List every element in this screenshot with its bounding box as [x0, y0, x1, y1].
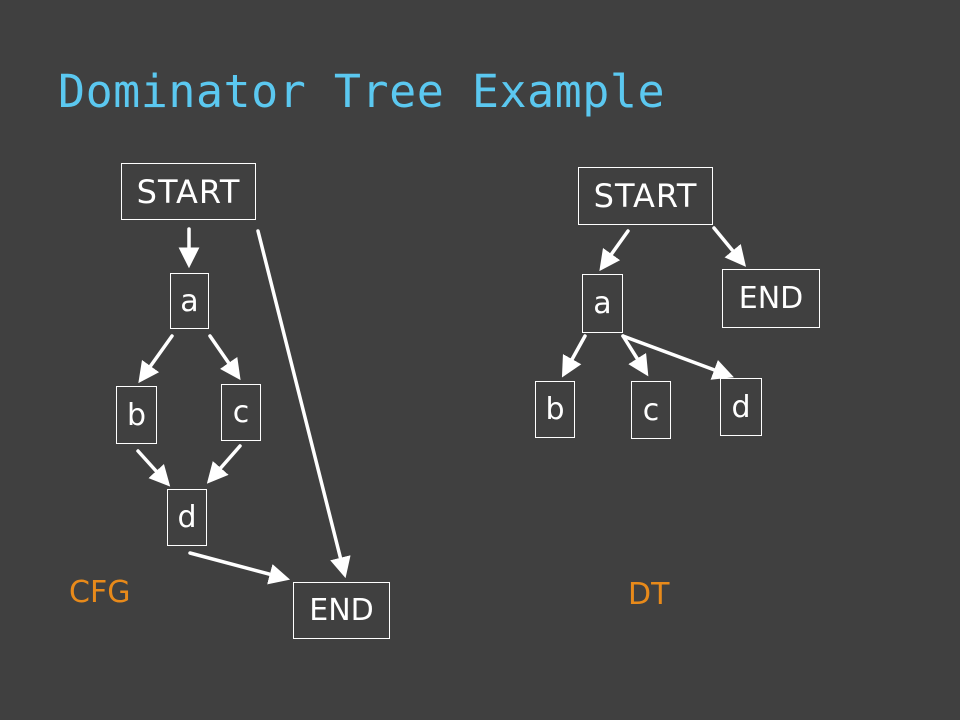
cfg-node-b: b [116, 386, 157, 444]
cfg-edge-start-end [256, 229, 351, 579]
cfg-edge-d-end [188, 551, 291, 585]
cfg-edges [136, 227, 351, 585]
cfg-node-c: c [221, 384, 261, 441]
dt-node-d: d [720, 378, 762, 436]
dt-edge-start-end [712, 226, 747, 267]
dt-node-a: a [582, 274, 623, 333]
cfg-edge-c-d [206, 444, 242, 484]
dt-edge-a-c [621, 334, 649, 377]
dt-caption: DT [628, 577, 670, 612]
dt-edge-start-a [599, 229, 630, 272]
dt-edge-a-b [561, 334, 587, 378]
slide-title: Dominator Tree Example [58, 65, 666, 118]
dt-node-b: b [535, 381, 575, 438]
cfg-caption: CFG [69, 575, 131, 610]
dt-node-c: c [631, 381, 671, 439]
dt-node-end: END [722, 269, 820, 328]
cfg-edge-a-b [138, 334, 174, 384]
cfg-node-start: START [121, 163, 256, 220]
dt-node-start: START [578, 167, 713, 225]
cfg-node-d: d [167, 489, 207, 546]
cfg-edge-a-c [208, 334, 241, 381]
dt-edges [561, 226, 747, 380]
cfg-node-end: END [293, 582, 390, 639]
cfg-node-a: a [170, 273, 209, 329]
dt-edge-a-d [621, 334, 734, 380]
cfg-edge-b-d [136, 449, 171, 487]
